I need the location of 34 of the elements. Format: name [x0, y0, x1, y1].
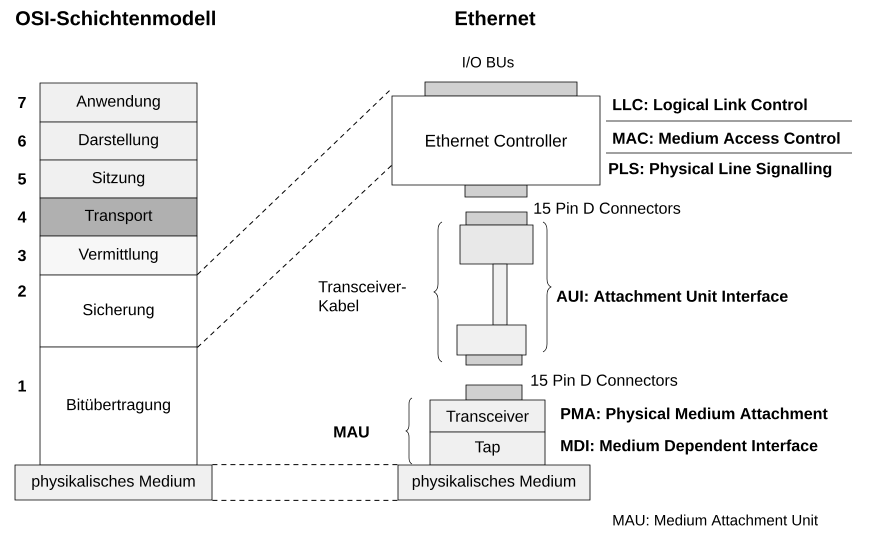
label: I/O BUs	[463, 56, 514, 68]
layer-box: Sitzung	[40, 160, 198, 198]
label: MAU: Medium Attachment Unit	[613, 514, 818, 526]
layer-number: 3	[18, 250, 26, 262]
layer-number: 4	[18, 211, 26, 222]
layer-label: AUI: Attachment Unit Interface	[556, 290, 788, 302]
layer-box: Vermittlung	[40, 236, 198, 276]
layer-label: MAU	[334, 426, 369, 438]
heading: Ethernet	[456, 10, 536, 26]
layer-box: Bitübertragung	[40, 346, 198, 466]
dashed-line	[196, 88, 392, 276]
layer-box: Transport	[40, 198, 198, 236]
dashed-line	[212, 464, 398, 466]
layer-label: PMA: Physical Medium Attachment	[561, 408, 828, 422]
layer-number: 7	[18, 96, 26, 108]
layer-number: 1	[18, 380, 26, 392]
label: 15 Pin D Connectors	[531, 374, 678, 386]
dashed-line	[196, 164, 392, 348]
layer-box: Darstellung	[40, 122, 198, 160]
label: Transceiver- Kabel	[318, 280, 406, 312]
layer-number: 5	[18, 173, 26, 185]
layer-box: Anwendung	[40, 82, 198, 122]
layer-label: MDI: Medium Dependent Interface	[561, 440, 818, 454]
medium-box: physikalisches Medium	[398, 464, 590, 500]
tap-box: Tap	[430, 432, 546, 466]
layer-box: Sicherung	[40, 274, 198, 348]
label: 15 Pin D Connectors	[534, 202, 680, 214]
layer-number: 2	[18, 285, 26, 297]
controller-box: Ethernet Controller	[392, 96, 600, 186]
heading: OSI-Schichtenmodell	[16, 10, 215, 26]
medium-box: physikalisches Medium	[14, 464, 212, 500]
layer-number: 6	[18, 135, 26, 147]
dashed-line	[212, 500, 398, 501]
transceiver-box: Transceiver	[430, 400, 546, 432]
